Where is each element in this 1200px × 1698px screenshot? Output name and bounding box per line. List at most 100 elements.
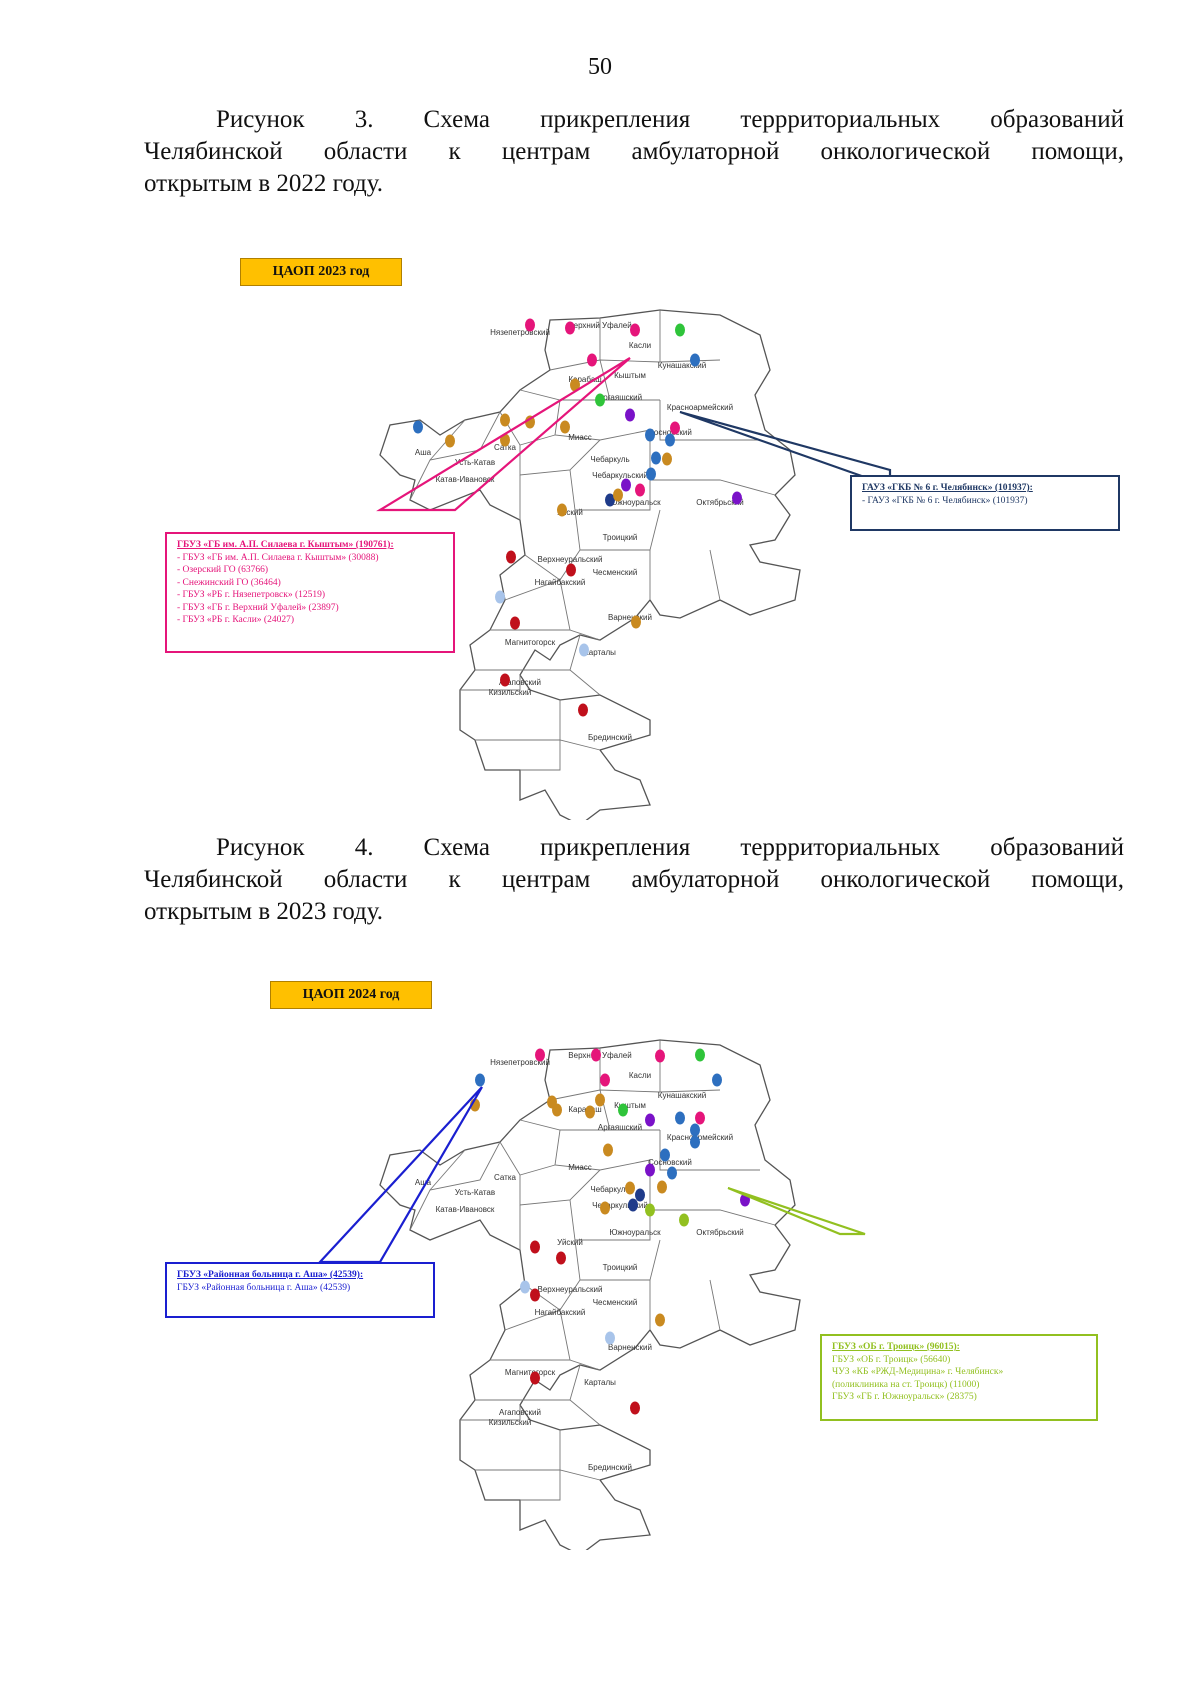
district-border	[409, 411, 501, 501]
district-label: Южноуральск	[609, 1228, 661, 1237]
figure-4-caption: Рисунок 4. Схема прикрепления террритори…	[144, 832, 1124, 928]
callout-kyshtym: ГБУЗ «ГБ им. А.П. Силаева г. Кыштым» (19…	[165, 532, 455, 653]
district-label: Нязепетровский	[490, 328, 550, 337]
oncology-center-marker	[587, 353, 597, 367]
district-label: Аша	[415, 1178, 432, 1187]
district-border	[549, 359, 721, 371]
oncology-center-marker	[667, 1166, 677, 1180]
district-label: Верхнеуральский	[537, 555, 602, 564]
oncology-center-marker	[645, 1113, 655, 1127]
district-label: Чебаркульский	[592, 1201, 648, 1210]
oncology-center-marker	[585, 1105, 595, 1119]
callout-troitsk-line: ГБУЗ «ГБ г. Южноуральск» (28375)	[832, 1392, 977, 1402]
district-border	[569, 1199, 651, 1241]
oncology-center-marker	[655, 1313, 665, 1327]
oncology-center-marker	[660, 1148, 670, 1162]
callout-troitsk: ГБУЗ «ОБ г. Троицк» (96015): ГБУЗ «ОБ г.…	[820, 1334, 1098, 1421]
callout-kyshtym-line: - ГБУЗ «РБ г. Касли» (24027)	[177, 615, 294, 625]
callout-kyshtym-line: - ГБУЗ «ГБ им. А.П. Силаева г. Кыштым» (…	[177, 552, 379, 563]
oncology-center-marker	[595, 393, 605, 407]
map-title-2023: ЦАОП 2023 год	[240, 258, 402, 286]
figure-3-caption-line-3: открытым в 2022 году.	[144, 170, 384, 197]
figure-3-caption-line-2: Челябинской области к центрам амбулаторн…	[144, 138, 1124, 165]
district-label: Усть-Катав	[455, 458, 495, 467]
callout-gkb6-head: ГАУЗ «ГКБ № 6 г. Челябинск» (101937):	[862, 483, 1033, 493]
oncology-center-marker	[625, 1181, 635, 1195]
oncology-center-marker	[530, 1288, 540, 1302]
district-label: Уйский	[557, 508, 583, 517]
oncology-center-marker	[630, 323, 640, 337]
callout-gkb6-line: - ГАУЗ «ГКБ № 6 г. Челябинск» (101937)	[862, 495, 1028, 506]
district-border	[709, 549, 721, 601]
oncology-center-marker	[646, 467, 656, 481]
callout-gkb6: ГАУЗ «ГКБ № 6 г. Челябинск» (101937): - …	[850, 475, 1120, 531]
oncology-center-marker	[570, 378, 580, 392]
district-border	[574, 1239, 661, 1281]
district-label: Нагайбакский	[535, 578, 586, 587]
oncology-center-marker	[613, 488, 623, 502]
callout-asha-head: ГБУЗ «Районная больница г. Аша» (42539):	[177, 1270, 364, 1280]
figure-3-caption-line-1: Рисунок 3. Схема прикрепления террритори…	[216, 106, 1124, 133]
district-border	[409, 1141, 501, 1231]
oncology-center-marker	[595, 1093, 605, 1107]
district-label: Чесменский	[593, 568, 638, 577]
oncology-center-marker	[605, 1331, 615, 1345]
district-border	[569, 669, 601, 696]
district-label: Южноуральск	[609, 498, 661, 507]
district-label: Карталы	[584, 1378, 616, 1387]
district-label: Троицкий	[603, 1263, 638, 1272]
district-border	[659, 400, 760, 441]
oncology-center-marker	[657, 1180, 667, 1194]
oncology-center-marker	[506, 550, 516, 564]
district-label: Касли	[629, 341, 651, 350]
district-label: Кыштым	[614, 371, 646, 380]
oncology-center-marker	[618, 1103, 628, 1117]
district-label: Нязепетровский	[490, 1058, 550, 1067]
district-label: Сосновский	[648, 428, 692, 437]
district-label: Аргаяшский	[598, 393, 642, 402]
district-label: Усть-Катав	[455, 1188, 495, 1197]
oncology-center-marker	[591, 1048, 601, 1062]
oncology-center-marker	[520, 1280, 530, 1294]
oncology-center-marker	[635, 483, 645, 497]
oncology-center-marker	[630, 1401, 640, 1415]
callout-kyshtym-line: - Озерский ГО (63766)	[177, 565, 269, 575]
district-border	[554, 1129, 651, 1171]
district-border	[569, 1399, 601, 1426]
district-label: Кунашакский	[658, 1091, 706, 1100]
oncology-center-marker	[665, 433, 675, 447]
district-label: Чебаркуль	[590, 455, 629, 464]
map-title-2024: ЦАОП 2024 год	[270, 981, 432, 1009]
callout-asha-line: ГБУЗ «Районная больница г. Аша» (42539)	[177, 1282, 351, 1293]
district-border	[554, 399, 651, 441]
oncology-center-marker	[535, 1048, 545, 1062]
district-label: Троицкий	[603, 533, 638, 542]
oncology-center-marker	[565, 321, 575, 335]
callout-leader-line	[376, 357, 631, 512]
district-label: Катав-Ивановск	[436, 475, 495, 484]
district-border	[569, 469, 651, 511]
district-label: Кунашакский	[658, 361, 706, 370]
oncology-center-marker	[495, 590, 505, 604]
callout-troitsk-line: (поликлиника на ст. Троицк) (11000)	[832, 1379, 980, 1390]
oncology-center-marker	[552, 1103, 562, 1117]
oncology-center-marker	[557, 503, 567, 517]
district-border	[520, 1470, 561, 1501]
district-border	[504, 1309, 561, 1331]
district-label: Брединский	[588, 733, 632, 742]
oncology-center-marker	[413, 420, 423, 434]
oncology-center-marker	[600, 1073, 610, 1087]
oncology-center-marker	[732, 491, 742, 505]
oncology-center-marker	[578, 703, 588, 717]
district-label: Магнитогорск	[505, 638, 556, 647]
district-label: Кыштым	[614, 1101, 646, 1110]
oncology-center-marker	[560, 420, 570, 434]
district-label: Карталы	[584, 648, 616, 657]
district-border	[460, 1405, 521, 1421]
callout-leader-line	[727, 1186, 866, 1236]
district-label: Катав-Ивановск	[436, 1205, 495, 1214]
district-border	[429, 1149, 466, 1191]
